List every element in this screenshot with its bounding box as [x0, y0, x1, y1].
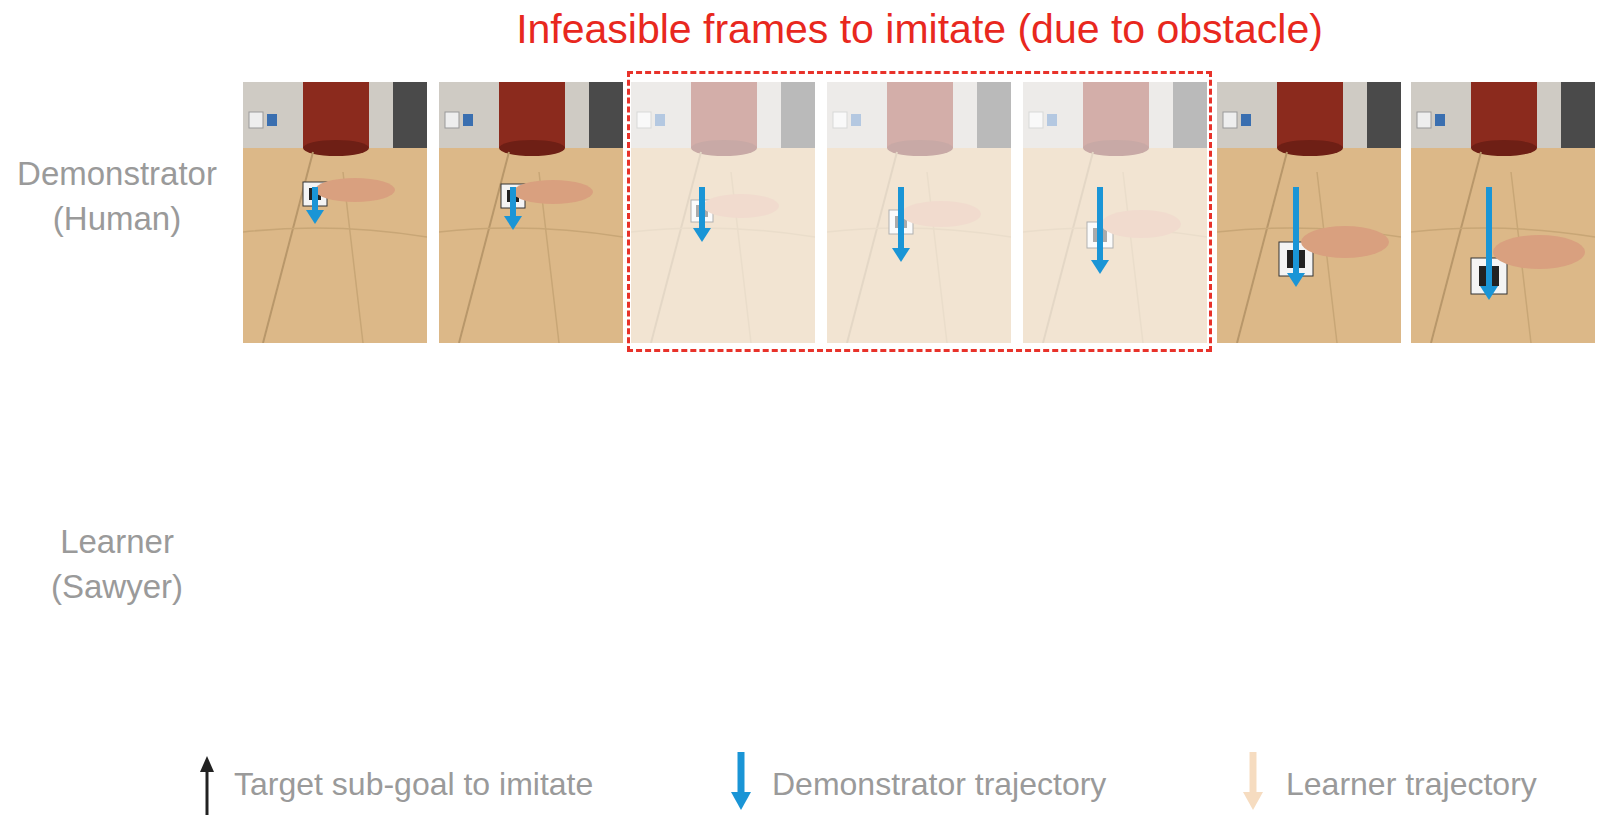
region-heading: Infeasible frames to imitate (due to obs…: [516, 6, 1323, 53]
infeasible-region-box: Infeasible frames to imitate (due to obs…: [627, 71, 1212, 352]
row-label: Demonstrator (Human): [4, 152, 230, 241]
row-label: Learner (Sawyer): [4, 520, 230, 609]
legend-text: Target sub-goal to imitate: [234, 765, 593, 803]
legend-text: Demonstrator trajectory: [772, 765, 1106, 803]
legend-text: Learner trajectory: [1286, 765, 1537, 803]
